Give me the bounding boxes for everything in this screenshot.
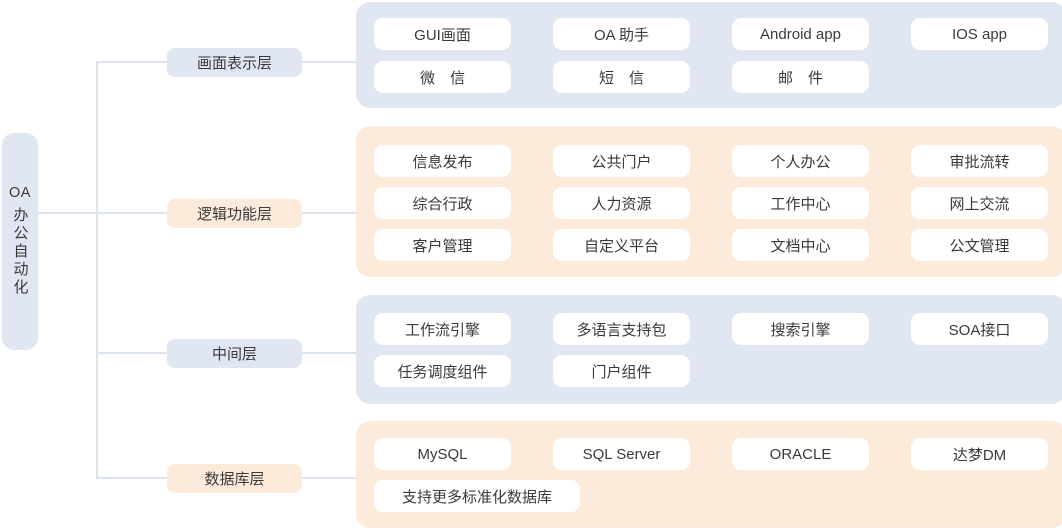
node-pill: 公共门户 [553,145,690,177]
panel-middleware: 工作流引擎 多语言支持包 搜索引擎 SOA接口 任务调度组件 门户组件 [356,295,1062,404]
panel-row: 综合行政 人力资源 工作中心 网上交流 [374,187,1062,219]
root-title-cjk: 办公自动化 [11,207,29,298]
node-pill: 个人办公 [732,145,869,177]
layer-label-presentation: 画面表示层 [167,48,302,77]
root-title-latin: OA [9,184,31,201]
panel-row: 工作流引擎 多语言支持包 搜索引擎 SOA接口 [374,313,1062,345]
node-pill: SOA接口 [911,313,1048,345]
node-pill: 多语言支持包 [553,313,690,345]
node-pill: 支持更多标准化数据库 [374,480,580,512]
panel-row: MySQL SQL Server ORACLE 达梦DM [374,438,1062,470]
node-pill: 任务调度组件 [374,355,511,387]
panel-database: MySQL SQL Server ORACLE 达梦DM 支持更多标准化数据库 [356,421,1062,528]
node-pill: SQL Server [553,438,690,470]
node-pill: 文档中心 [732,229,869,261]
panel-row: 任务调度组件 门户组件 [374,355,1062,387]
node-pill: 信息发布 [374,145,511,177]
connector-trunk [96,61,98,479]
node-pill: ORACLE [732,438,869,470]
node-pill: 自定义平台 [553,229,690,261]
node-pill: 达梦DM [911,438,1048,470]
panel-row: 客户管理 自定义平台 文档中心 公文管理 [374,229,1062,261]
node-pill: 公文管理 [911,229,1048,261]
node-pill: 人力资源 [553,187,690,219]
node-pill: OA 助手 [553,18,690,50]
panel-logic: 信息发布 公共门户 个人办公 审批流转 综合行政 人力资源 工作中心 网上交流 … [356,126,1062,277]
node-pill: 网上交流 [911,187,1048,219]
node-pill: 工作中心 [732,187,869,219]
panel-row: 微 信 短 信 邮 件 [374,61,1062,93]
node-pill: 门户组件 [553,355,690,387]
root-node-oa: OA 办公自动化 [2,133,38,350]
node-pill: Android app [732,18,869,50]
node-pill: MySQL [374,438,511,470]
node-pill: 搜索引擎 [732,313,869,345]
node-pill: 审批流转 [911,145,1048,177]
node-pill: 短 信 [553,61,690,93]
layer-label-middleware: 中间层 [167,339,302,368]
node-pill: 邮 件 [732,61,869,93]
connector-root-to-trunk [38,212,98,214]
layer-label-logic: 逻辑功能层 [167,199,302,228]
panel-row: GUI画面 OA 助手 Android app IOS app [374,18,1062,50]
node-pill: 工作流引擎 [374,313,511,345]
panel-row: 支持更多标准化数据库 [374,480,1062,512]
node-pill: 客户管理 [374,229,511,261]
node-pill: 综合行政 [374,187,511,219]
panel-presentation: GUI画面 OA 助手 Android app IOS app 微 信 短 信 … [356,2,1062,108]
panel-row: 信息发布 公共门户 个人办公 审批流转 [374,145,1062,177]
layer-label-database: 数据库层 [167,464,302,493]
node-pill: GUI画面 [374,18,511,50]
node-pill: 微 信 [374,61,511,93]
node-pill: IOS app [911,18,1048,50]
